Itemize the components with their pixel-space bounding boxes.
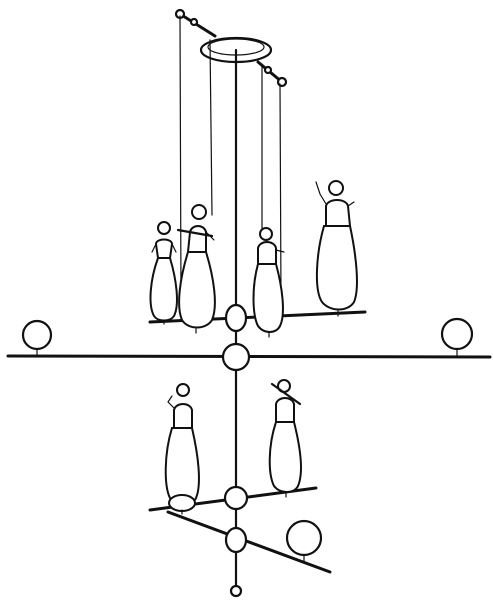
lower-tier-1: [148, 379, 318, 515]
top-ring-assembly: [174, 8, 288, 88]
string-4: [279, 83, 282, 301]
top-arm-left: [178, 12, 217, 38]
lower-figure-1: [164, 383, 200, 515]
left-end-ball: [21, 319, 53, 351]
upper-figure-4: [315, 180, 358, 317]
main-hub: [221, 342, 251, 372]
upper-figure-3: [252, 227, 285, 338]
bottom-knob: [229, 584, 243, 598]
upper-figure-2: [176, 204, 216, 334]
upper-figure-1: [149, 221, 178, 325]
top-arm-left-joint: [189, 17, 199, 27]
string-1: [179, 15, 182, 301]
top-arm-right-knob: [276, 76, 288, 88]
main-tier: [6, 317, 492, 372]
upper-tier: [148, 180, 367, 338]
lower-tier-2-bar: [166, 510, 332, 574]
lower-tier-2-hub: [224, 526, 248, 554]
right-end-ball: [440, 317, 474, 351]
lower-figure-2: [268, 379, 302, 498]
lower-tier-2-ball: [285, 519, 323, 557]
string-2: [209, 39, 213, 216]
lower-tier-2: [166, 510, 332, 598]
top-arm-right-joint: [263, 65, 273, 75]
upper-tier-hub: [224, 303, 248, 333]
hanging-strings: [179, 15, 282, 312]
lower-tier-1-hub: [223, 485, 249, 511]
